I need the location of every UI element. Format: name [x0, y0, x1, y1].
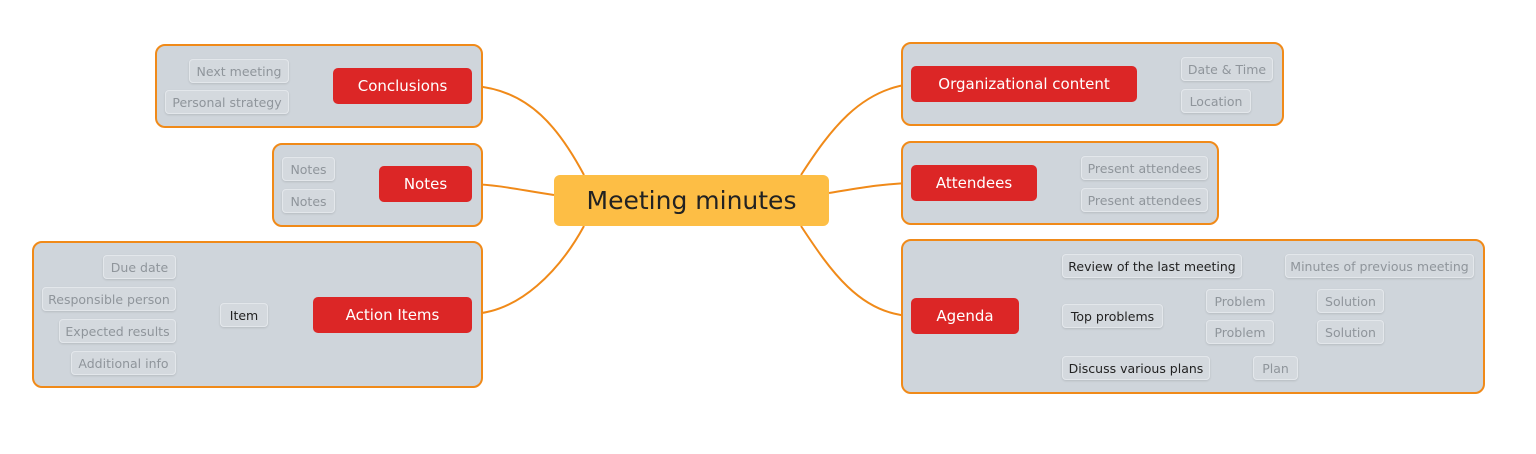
- item-node[interactable]: Item: [220, 303, 268, 327]
- notes-item-2[interactable]: Notes: [282, 189, 335, 213]
- present-attendees-node-1[interactable]: Present attendees: [1081, 156, 1208, 180]
- discuss-plans-node[interactable]: Discuss various plans: [1062, 356, 1210, 380]
- organizational-content-node[interactable]: Organizational content: [911, 66, 1137, 102]
- problem-node-2[interactable]: Problem: [1206, 320, 1274, 344]
- responsible-person-node[interactable]: Responsible person: [42, 287, 176, 311]
- conclusions-node[interactable]: Conclusions: [333, 68, 472, 104]
- plan-node[interactable]: Plan: [1253, 356, 1298, 380]
- review-last-meeting-node[interactable]: Review of the last meeting: [1062, 254, 1242, 278]
- notes-node[interactable]: Notes: [379, 166, 472, 202]
- additional-info-node[interactable]: Additional info: [71, 351, 176, 375]
- problem-node-1[interactable]: Problem: [1206, 289, 1274, 313]
- next-meeting-node[interactable]: Next meeting: [189, 59, 289, 83]
- expected-results-node[interactable]: Expected results: [59, 319, 176, 343]
- solution-node-1[interactable]: Solution: [1317, 289, 1384, 313]
- solution-node-2[interactable]: Solution: [1317, 320, 1384, 344]
- date-time-node[interactable]: Date & Time: [1181, 57, 1273, 81]
- central-topic[interactable]: Meeting minutes: [554, 175, 829, 226]
- attendees-node[interactable]: Attendees: [911, 165, 1037, 201]
- minutes-previous-meeting-node[interactable]: Minutes of previous meeting: [1285, 254, 1474, 278]
- top-problems-node[interactable]: Top problems: [1062, 304, 1163, 328]
- due-date-node[interactable]: Due date: [103, 255, 176, 279]
- action-items-node[interactable]: Action Items: [313, 297, 472, 333]
- agenda-node[interactable]: Agenda: [911, 298, 1019, 334]
- notes-item-1[interactable]: Notes: [282, 157, 335, 181]
- location-node[interactable]: Location: [1181, 89, 1251, 113]
- present-attendees-node-2[interactable]: Present attendees: [1081, 188, 1208, 212]
- personal-strategy-node[interactable]: Personal strategy: [165, 90, 289, 114]
